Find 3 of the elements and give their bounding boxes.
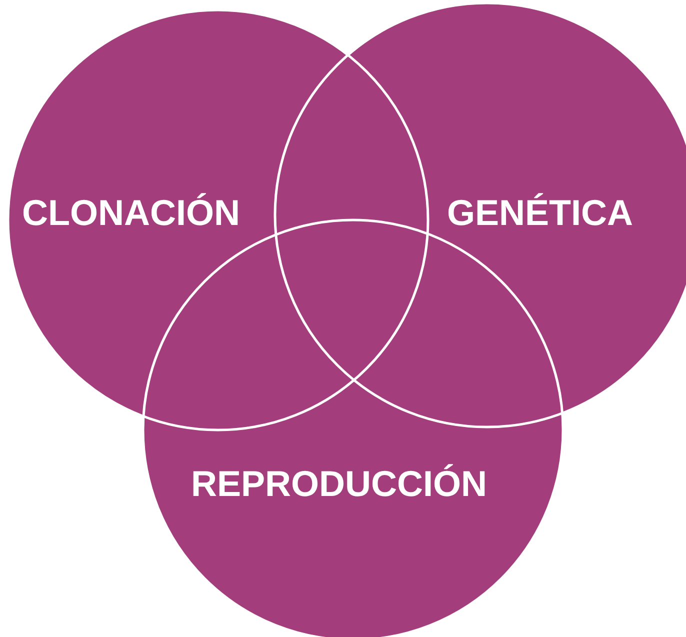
set-label: CLONACIÓN	[22, 195, 240, 231]
set-label: GENÉTICA	[447, 195, 634, 231]
set-label: REPRODUCCIÓN	[191, 466, 488, 502]
